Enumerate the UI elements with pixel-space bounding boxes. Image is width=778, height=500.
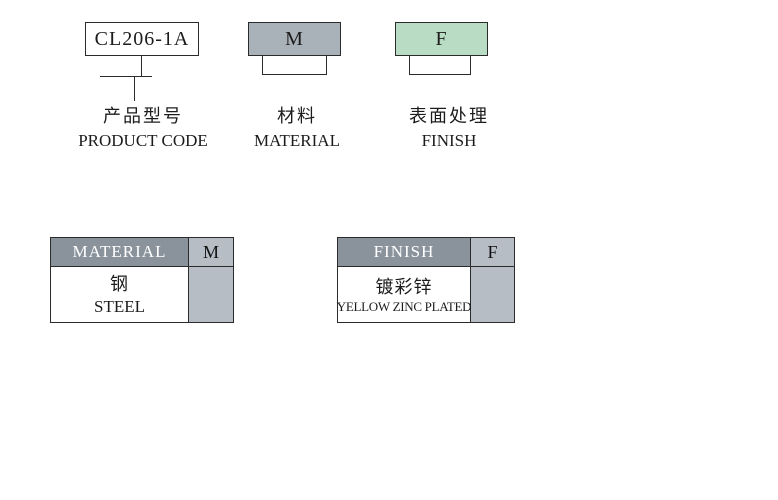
- finish-label-cn: 表面处理: [409, 106, 489, 126]
- material-value-cn: 钢: [110, 273, 129, 294]
- finish-table-code-cell: F: [471, 238, 514, 266]
- product-code-box: CL206-1A: [85, 22, 199, 56]
- product-connector-stem: [141, 56, 142, 76]
- material-table-side-cell: [189, 267, 233, 322]
- finish-bracket-bar: [409, 74, 471, 75]
- material-table-header: MATERIAL: [51, 238, 188, 266]
- material-table: MATERIAL M 钢 STEEL: [50, 237, 234, 323]
- material-bracket-right: [326, 56, 327, 74]
- finish-table: FINISH F 镀彩锌 YELLOW ZINC PLATED: [337, 237, 515, 323]
- finish-bracket-left: [409, 56, 410, 74]
- material-value-en: STEEL: [94, 296, 145, 316]
- finish-code-box: F: [395, 22, 488, 56]
- finish-label: 表面处理 FINISH: [379, 104, 519, 152]
- material-label-en: MATERIAL: [254, 131, 340, 150]
- finish-table-side-cell: [471, 267, 514, 322]
- product-code-label: 产品型号 PRODUCT CODE: [63, 104, 223, 152]
- finish-bracket-right: [470, 56, 471, 74]
- product-label-en: PRODUCT CODE: [78, 131, 208, 150]
- finish-table-header: FINISH: [338, 238, 470, 266]
- finish-value-en: YELLOW ZINC PLATED: [336, 298, 472, 314]
- material-label-cn: 材料: [277, 106, 317, 126]
- material-label: 材料 MATERIAL: [227, 104, 367, 152]
- material-bracket-bar: [262, 74, 327, 75]
- finish-value-cn: 镀彩锌: [375, 276, 433, 297]
- finish-table-row: 镀彩锌 YELLOW ZINC PLATED: [336, 267, 472, 322]
- material-table-row: 钢 STEEL: [51, 267, 188, 322]
- material-bracket-left: [262, 56, 263, 74]
- material-code-box: M: [248, 22, 341, 56]
- product-label-cn: 产品型号: [103, 106, 183, 126]
- material-table-code-cell: M: [189, 238, 233, 266]
- product-connector-bar: [100, 76, 152, 77]
- finish-label-en: FINISH: [421, 131, 477, 150]
- product-connector-drop: [134, 77, 135, 101]
